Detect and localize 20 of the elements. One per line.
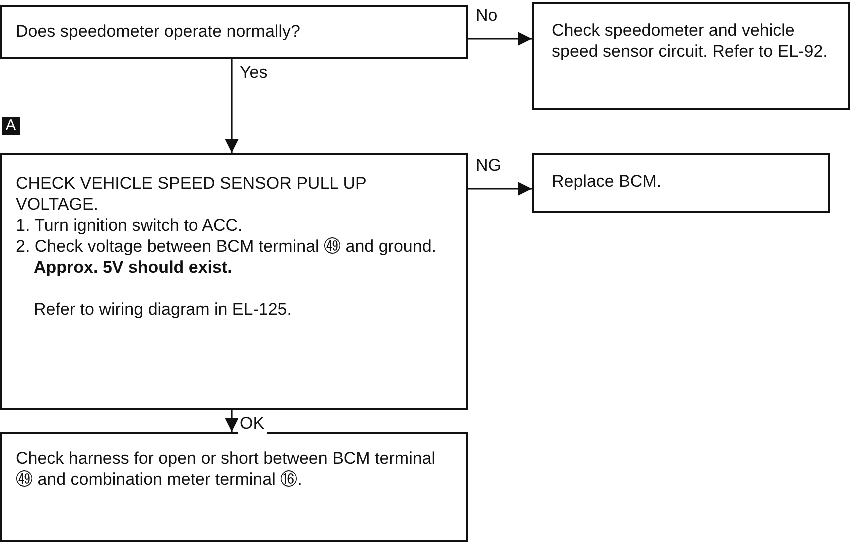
box-heading: CHECK VEHICLE SPEED SENSOR PULL UP VOLTAGE. xyxy=(16,173,368,215)
process-box xyxy=(532,2,850,110)
process-box xyxy=(0,153,468,410)
edge-label: OK xyxy=(238,414,267,434)
box-text: Check harness for open or short between BCM terminal ㊾ and combination meter terminal ⑯. xyxy=(16,448,437,490)
box-text: 1. Turn ignition switch to ACC. xyxy=(16,215,244,236)
box-text: Approx. 5V should exist. xyxy=(33,257,234,278)
box-text: Check speedometer and vehicle speed sensor circuit. Refer to EL-92. xyxy=(552,20,829,62)
process-box xyxy=(0,432,468,542)
box-text: Replace BCM. xyxy=(552,171,663,192)
process-box xyxy=(532,153,830,213)
box-text: Refer to wiring diagram in EL-125. xyxy=(33,299,293,320)
arrow xyxy=(468,32,532,46)
step-marker: A xyxy=(2,117,20,135)
arrow xyxy=(225,59,239,153)
process-box xyxy=(0,5,468,59)
box-text: 2. Check voltage between BCM terminal ㊾ and ground. xyxy=(16,236,438,257)
arrow xyxy=(468,182,532,196)
box-text: Does speedometer operate normally? xyxy=(16,21,302,42)
arrow xyxy=(225,410,239,432)
